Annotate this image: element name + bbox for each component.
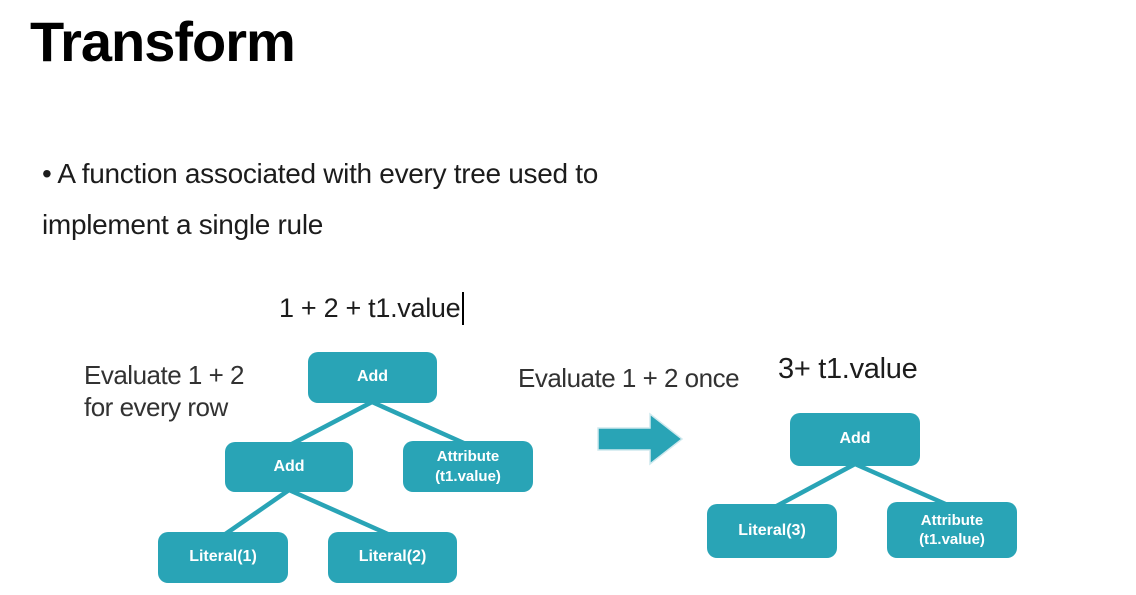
page-title: Transform	[30, 10, 296, 73]
connector-ltadd2-ltlit2	[288, 487, 391, 538]
text-cursor	[462, 292, 465, 325]
connector-ltroot-ltattr	[371, 399, 467, 447]
left-tree-root-node: Add	[308, 352, 437, 403]
bullet-line-2: implement a single rule	[42, 209, 324, 240]
left-tree-label-line-2: for every row	[84, 392, 228, 422]
connector-ltroot-ltadd2	[286, 400, 374, 448]
left-tree-attribute-node: Attribute (t1.value)	[403, 441, 533, 492]
connector-ltadd2-ltlit1	[222, 488, 291, 537]
bullet-paragraph: • A function associated with every tree …	[42, 148, 802, 250]
attribute-node-line-2: (t1.value)	[435, 467, 501, 485]
expression-value: 1 + 2 + t1.value	[279, 293, 461, 323]
middle-label: Evaluate 1 + 2 once	[518, 363, 740, 393]
left-tree-label: Evaluate 1 + 2 for every row	[84, 359, 244, 423]
left-tree-add-child-node: Add	[225, 442, 353, 492]
right-arrow-icon	[597, 412, 684, 466]
connector-rtroot-rtattr	[854, 461, 951, 509]
expression-text: 1 + 2 + t1.value	[279, 292, 465, 325]
left-tree-literal2-node: Literal(2)	[328, 532, 457, 583]
right-tree-attribute-node: Attribute (t1.value)	[887, 502, 1017, 558]
right-tree-literal3-node: Literal(3)	[707, 504, 837, 558]
connector-rtroot-rtlit3	[771, 462, 857, 510]
left-tree-label-line-1: Evaluate 1 + 2	[84, 360, 244, 390]
left-tree-literal1-node: Literal(1)	[158, 532, 288, 583]
attribute-node-line-1: Attribute	[920, 511, 984, 529]
attribute-node-line-2: (t1.value)	[919, 531, 985, 548]
right-tree-root-node: Add	[790, 413, 920, 466]
attribute-node-line-1: Attribute	[436, 448, 500, 465]
bullet-line-1: • A function associated with every tree …	[42, 158, 599, 189]
result-expression: 3+ t1.value	[778, 353, 918, 385]
